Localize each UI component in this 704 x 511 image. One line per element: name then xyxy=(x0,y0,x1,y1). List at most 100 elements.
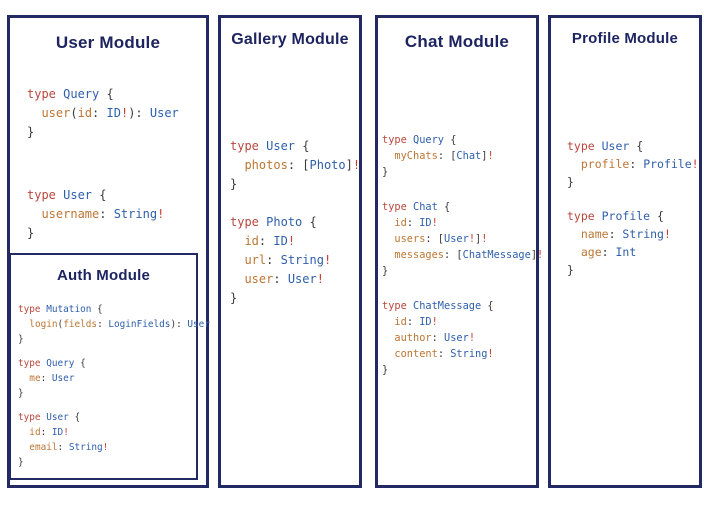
code-token-punct xyxy=(18,442,29,453)
code-token-type: Photo xyxy=(266,215,310,229)
code-line: id: ID! xyxy=(382,314,536,330)
code-token-type: User xyxy=(287,272,317,286)
code-token-bang: ! xyxy=(431,316,438,328)
code-token-type: User xyxy=(444,332,469,344)
code-token-punct: ): xyxy=(170,319,188,330)
code-token-punct: { xyxy=(450,134,457,146)
code-token-punct: : xyxy=(608,227,623,241)
code-token-punct: ] xyxy=(345,158,353,172)
code-line: type User { xyxy=(567,137,699,155)
code-token-field: email xyxy=(29,442,58,453)
module-title-user: User Module xyxy=(55,33,161,52)
code-token-bang: ! xyxy=(287,234,296,248)
code-token-punct: : xyxy=(97,319,109,330)
code-token-punct xyxy=(230,158,244,172)
code-line: type Chat { xyxy=(382,199,536,215)
code-line: id: ID! xyxy=(18,425,196,440)
code-token-field: id xyxy=(29,427,41,438)
code-line: } xyxy=(27,224,206,243)
code-token-punct xyxy=(382,348,394,360)
code-line: messages: [ChatMessage]! xyxy=(382,247,543,263)
code-token-type: String xyxy=(68,442,103,453)
code-token-punct: { xyxy=(487,300,494,312)
code-token-punct: } xyxy=(382,166,389,178)
code-line: } xyxy=(382,362,536,378)
code-token-field: age xyxy=(580,245,602,259)
code-token-bang: ! xyxy=(316,272,324,286)
code-line: type Query { xyxy=(27,85,206,104)
code-token-punct: } xyxy=(382,364,389,376)
code-token-bang: ! xyxy=(487,348,494,360)
code-token-punct: } xyxy=(18,457,24,468)
code-token-field: myChats xyxy=(394,150,438,162)
code-token-punct xyxy=(230,272,244,286)
module-title-chat: Chat Module xyxy=(404,32,510,51)
code-line: photos: [Photo]! xyxy=(230,156,360,175)
code-line: age: Int xyxy=(567,243,699,261)
code-token-type: User xyxy=(63,188,100,202)
code-block: type User { photos: [Photo]!} xyxy=(230,137,360,194)
code-token-punct: : xyxy=(273,272,288,286)
code-token-punct: : [ xyxy=(437,150,457,162)
code-token-field: users xyxy=(394,233,426,245)
code-token-type: User xyxy=(187,319,210,330)
code-token-bang: ! xyxy=(120,106,129,120)
code-token-field: me xyxy=(29,373,41,384)
code-token-punct: } xyxy=(567,263,574,277)
code-token-punct xyxy=(18,373,29,384)
code-token-field: messages xyxy=(394,249,445,261)
code-token-type: ID xyxy=(51,427,64,438)
code-line: user: User! xyxy=(230,270,359,289)
code-token-type: Photo xyxy=(309,158,346,172)
module-box-gallery: Gallery Module type User { photos: [Phot… xyxy=(218,15,362,488)
code-token-bang: ! xyxy=(102,442,109,453)
code-token-field: name xyxy=(580,227,609,241)
code-token-keyword: type xyxy=(18,358,47,369)
code-line: url: String! xyxy=(230,251,359,270)
code-token-bang: ! xyxy=(63,427,69,438)
code-token-punct: : xyxy=(99,207,114,221)
code-token-punct: } xyxy=(382,265,389,277)
code-token-keyword: type xyxy=(230,139,267,153)
code-token-punct xyxy=(567,227,581,241)
code-token-field: content xyxy=(394,348,438,360)
code-token-bang: ! xyxy=(468,332,476,344)
code-line: myChats: [Chat]! xyxy=(382,148,536,164)
code-line: type User { xyxy=(27,186,206,205)
code-token-punct: } xyxy=(27,226,35,240)
code-line: content: String! xyxy=(382,346,536,362)
code-line: type User { xyxy=(230,137,359,156)
code-token-bang: ! xyxy=(663,227,671,241)
module-code-chat: type Query { myChats: [Chat]!}type Chat … xyxy=(378,132,543,378)
code-token-type: String xyxy=(113,207,158,221)
module-title-gallery: Gallery Module xyxy=(231,31,349,48)
code-token-keyword: type xyxy=(382,134,413,146)
code-token-field: id xyxy=(244,234,259,248)
code-token-field: user xyxy=(41,106,71,120)
module-box-profile: Profile Module type User { profile: Prof… xyxy=(548,15,702,488)
code-token-type: Profile xyxy=(601,209,658,223)
code-line: type ChatMessage { xyxy=(382,298,536,314)
module-title-profile: Profile Module xyxy=(571,30,679,47)
code-token-punct: { xyxy=(302,139,310,153)
code-line: } xyxy=(382,263,536,279)
code-token-bang: ! xyxy=(481,233,488,245)
code-token-punct xyxy=(382,249,394,261)
code-token-punct: : xyxy=(40,427,52,438)
code-line: login(fields: LoginFields): User xyxy=(18,317,210,332)
code-token-punct xyxy=(567,157,581,171)
code-block: type User { username: String!} xyxy=(27,186,206,243)
code-token-keyword: type xyxy=(27,87,64,101)
code-token-field: author xyxy=(394,332,432,344)
code-token-punct xyxy=(382,150,394,162)
code-token-type: User xyxy=(444,233,469,245)
code-token-punct xyxy=(230,234,244,248)
code-token-punct: : xyxy=(406,316,420,328)
code-token-punct: : xyxy=(92,106,107,120)
code-token-punct: } xyxy=(18,334,24,345)
code-line: id: ID! xyxy=(230,232,359,251)
code-token-punct: { xyxy=(636,139,644,153)
code-token-type: ID xyxy=(106,106,121,120)
code-token-field: id xyxy=(394,217,407,229)
